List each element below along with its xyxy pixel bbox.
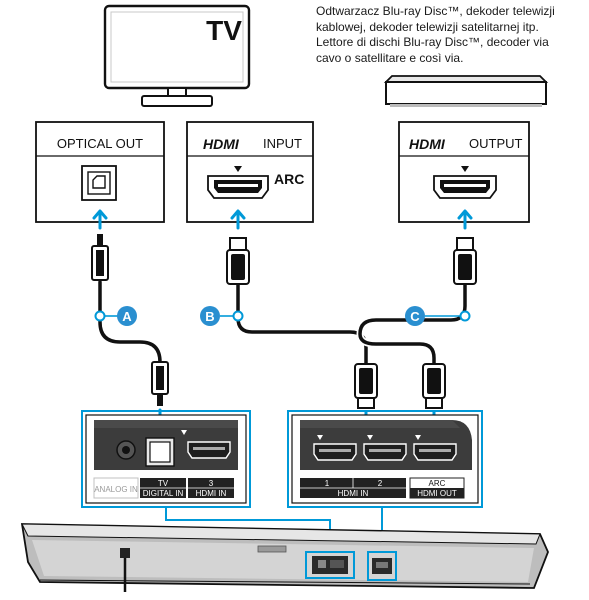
hdmi-in-2-number: 2	[378, 479, 383, 488]
cable-label-a: A	[94, 306, 137, 326]
hdmi-port-icon	[207, 175, 269, 199]
down-arrow-icon	[181, 430, 187, 435]
optical-port-icon	[81, 165, 117, 201]
optical-plug	[91, 234, 109, 281]
optical-out-card: OPTICAL OUT	[35, 121, 165, 223]
soundbar-icon	[20, 523, 549, 592]
hdmi-port-icon	[187, 441, 231, 459]
caption-line-3: Lettore di dischi Blu-ray Disc™, decoder…	[316, 35, 549, 49]
cable-lines	[96, 278, 469, 386]
hdmi-plug	[422, 363, 446, 409]
tv-icon: TV	[103, 4, 251, 107]
hdmi-logo-output: HDMI	[409, 136, 446, 152]
tv-label: TV	[206, 15, 242, 46]
device-caption: Odtwarzacz Blu-ray Disc™, dekoder telewi…	[316, 4, 588, 66]
hdmi-input-card: HDMI INPUT ARC	[186, 121, 314, 223]
hdmi-plug	[354, 363, 378, 409]
caption-line-4: cavo o satellitare e così via.	[316, 50, 464, 65]
hdmi-port-icon	[413, 443, 457, 461]
hdmi-in-label-right: HDMI IN	[338, 489, 369, 498]
down-arrow-icon	[367, 435, 373, 440]
caption-line-2: kablowej, dekoder telewizji satelitarnej…	[316, 19, 539, 34]
label-b-text: B	[205, 309, 214, 324]
down-arrow-icon	[234, 166, 242, 172]
down-arrow-icon	[415, 435, 421, 440]
hdmi-plug	[226, 237, 250, 285]
hdmi-output-card: HDMI OUTPUT	[398, 121, 530, 223]
optical-in-port-icon	[145, 437, 175, 467]
insert-arrows-top	[92, 209, 473, 230]
hdmi-port-icon	[363, 443, 407, 461]
down-arrow-icon	[461, 166, 469, 172]
cable-label-b: B	[200, 306, 244, 326]
set-top-box-icon	[383, 75, 549, 107]
hdmi-port-icon	[313, 443, 357, 461]
digital-in-label: DIGITAL IN	[143, 489, 184, 498]
soundbar-panel-right: 1 2 HDMI IN ARC HDMI OUT	[287, 410, 483, 508]
hdmi-in-label-left: HDMI IN	[196, 489, 227, 498]
down-arrow-icon	[317, 435, 323, 440]
hdmi-input-label: INPUT	[263, 136, 302, 151]
hdmi-in-3-number: 3	[209, 479, 214, 488]
cable-label-c: C	[405, 306, 471, 326]
tv-port-label: TV	[158, 479, 169, 488]
hdmi-out-label: HDMI OUT	[417, 489, 457, 498]
hdmi-in-1-number: 1	[325, 479, 330, 488]
label-c-text: C	[410, 309, 420, 324]
hdmi-plug	[453, 237, 477, 285]
caption-line-1: Odtwarzacz Blu-ray Disc™, dekoder telewi…	[316, 4, 555, 18]
hdmi-output-label: OUTPUT	[469, 136, 523, 151]
analog-in-label: ANALOG IN	[94, 485, 138, 494]
optical-plug	[151, 361, 169, 406]
hdmi-port-icon	[433, 175, 497, 199]
hdmi-logo-input: HDMI	[203, 136, 240, 152]
arc-port-label: ARC	[429, 479, 446, 488]
arc-label: ARC	[274, 171, 304, 187]
soundbar-panel-left: ANALOG IN TV DIGITAL IN 3 HDMI IN	[81, 410, 251, 508]
label-a-text: A	[122, 309, 132, 324]
optical-out-label: OPTICAL OUT	[57, 136, 143, 151]
